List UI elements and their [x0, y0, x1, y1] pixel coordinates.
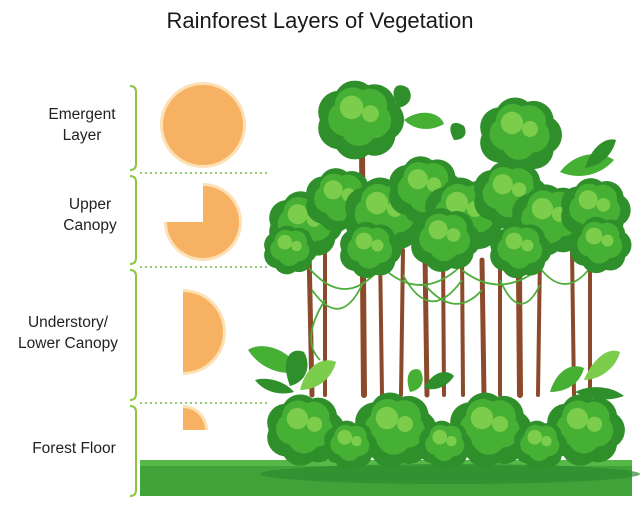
foliage [264, 80, 632, 470]
foliage-highlight [428, 220, 448, 240]
foliage-highlight [586, 416, 603, 432]
trunk [536, 253, 542, 397]
foliage-highlight [277, 234, 293, 250]
vine [539, 267, 591, 285]
foliage-highlight [527, 429, 543, 445]
foliage-highlight [407, 169, 428, 190]
foliage-highlight [492, 416, 508, 432]
foliage-highlight [521, 239, 534, 252]
vine [311, 284, 363, 310]
palm-leaf [285, 350, 308, 386]
layer-brackets [129, 85, 137, 497]
label-emergent-line-2: Layer [62, 127, 102, 144]
trunk [441, 248, 446, 397]
coverage-wedge [167, 186, 239, 258]
bracket-emergent [129, 85, 137, 171]
foliage-highlight [578, 190, 598, 210]
label-forest-floor-line-1: Forest Floor [32, 440, 116, 457]
label-emergent-layer: Emergent Layer [22, 104, 142, 146]
trunk [399, 248, 405, 397]
foliage-highlight [541, 435, 552, 447]
trunk [460, 248, 465, 397]
foliage-highlight [531, 197, 554, 220]
vines [308, 264, 591, 361]
layer-dividers [140, 172, 268, 404]
label-emergent-line-1: Emergent [48, 106, 116, 123]
label-forest-floor: Forest Floor [14, 438, 134, 459]
foliage-highlight [585, 227, 603, 245]
foliage-highlight [337, 429, 353, 445]
foliage-highlight [470, 406, 494, 430]
palm-leaf [255, 378, 294, 394]
vine [402, 274, 463, 303]
trunk [422, 252, 430, 398]
foliage-highlight [492, 174, 513, 195]
coverage-wedge [183, 292, 223, 372]
palm-leaf [300, 360, 336, 390]
palm-leaf [393, 85, 411, 108]
foliage-highlight [566, 407, 589, 430]
foliage-highlight [365, 191, 389, 215]
ground-shadow [260, 464, 640, 484]
foliage-highlight [445, 191, 469, 215]
foliage-highlight [306, 416, 323, 432]
label-upper-canopy-line-1: Upper [68, 196, 112, 213]
palm-leaf [585, 139, 616, 168]
foliage-highlight [375, 406, 399, 430]
foliage-highlight [426, 177, 442, 192]
foliage-highlight [596, 198, 611, 212]
foliage-highlight [371, 239, 384, 252]
foliage-highlight [511, 182, 527, 197]
foliage-highlight [362, 105, 379, 123]
foliage-highlight [601, 234, 614, 247]
foliage-highlight [446, 228, 461, 242]
label-understory-line-2: Lower Canopy [18, 335, 118, 352]
coverage-wedges [160, 82, 246, 430]
foliage-highlight [432, 429, 448, 445]
foliage-highlight [500, 111, 524, 135]
foliage-highlight [351, 435, 362, 447]
coverage-wedge [183, 408, 205, 430]
trunk [479, 257, 487, 398]
bracket-upper-canopy [129, 175, 137, 265]
diagram-title: Rainforest Layers of Vegetation [166, 8, 474, 33]
palm-leaf [424, 372, 454, 390]
foliage-highlight [286, 407, 309, 430]
foliage-highlight [355, 232, 373, 250]
coverage-wedge [163, 85, 243, 165]
bracket-forest-floor [129, 405, 137, 497]
palm-leaves [248, 85, 624, 400]
label-understory-line-1: Understory/ [27, 314, 109, 331]
palm-leaf [450, 122, 466, 140]
foliage-highlight [446, 435, 457, 447]
foliage-highlight [339, 95, 364, 120]
foliage-highlight [323, 180, 343, 200]
vine [310, 299, 326, 361]
palm-leaf [550, 366, 584, 392]
bracket-understory [129, 269, 137, 401]
foliage-highlight [397, 416, 413, 432]
palm-leaf [404, 112, 444, 129]
vine [499, 279, 541, 305]
label-understory: Understory/ Lower Canopy [8, 312, 128, 354]
foliage-highlight [505, 232, 523, 250]
vine [424, 284, 483, 305]
foliage-highlight [522, 121, 538, 137]
label-upper-canopy-line-2: Canopy [63, 217, 117, 234]
label-upper-canopy: Upper Canopy [30, 194, 150, 236]
palm-leaf [584, 350, 620, 380]
palm-leaf [407, 369, 423, 392]
foliage-highlight [287, 204, 308, 225]
foliage-highlight [291, 240, 302, 252]
